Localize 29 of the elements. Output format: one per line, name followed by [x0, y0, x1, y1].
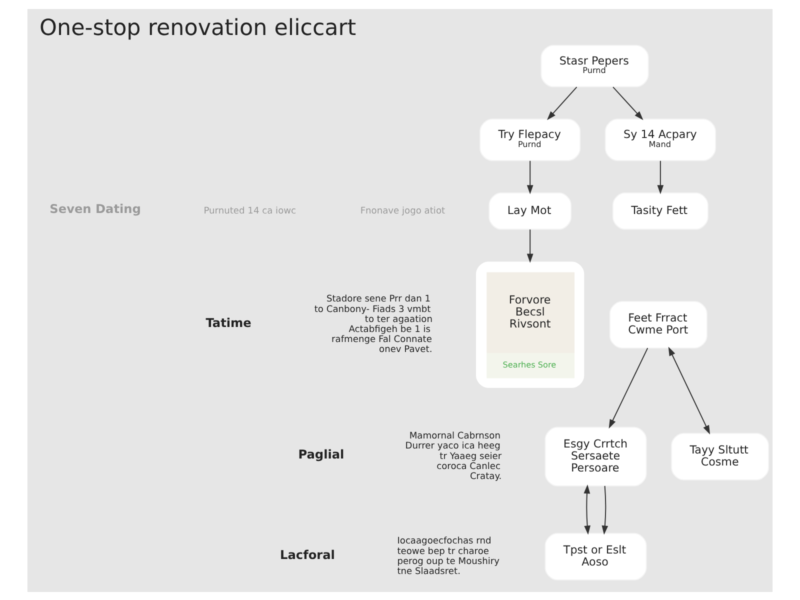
node-box: Stasr Pepers Purnd [540, 44, 649, 87]
node-box: Try Flepacy Purnd [480, 118, 581, 161]
arrow [608, 347, 648, 428]
node-box: Sy 14 Acpary Mand [604, 118, 716, 161]
label: Mamornal Cabrnson Durrer yaco ica heeg tr Yaaeg seier coroca Canlec Cratay. [405, 431, 502, 482]
label: Paglial [298, 447, 344, 462]
label: Purnuted 14 ca iowc [204, 206, 296, 216]
arrow [668, 346, 710, 434]
arrow [526, 160, 534, 194]
label: Iocaagoecfochas rnd teowe bep tr charoe perog oup te Moushiry tne Slaadsret. [397, 536, 500, 577]
label: Stadore sene Prr dan 1 to Canbony- Fiads 3 vmbt to ter agaation Actabfigeh be 1 is rafmenge Fal Connate onev Pavet. [314, 294, 432, 355]
node-box: Feet Frract Cwme Port [609, 300, 708, 348]
node-box: Esgy Crrtch Sersaete Persoare [544, 426, 647, 486]
label: Seven Dating [50, 202, 141, 216]
node-box: Forvore Becsl Rivsont Searhes Sore [476, 261, 584, 388]
arrow [526, 229, 534, 262]
node-box: Lay Mot [488, 192, 572, 230]
label: Tatime [206, 315, 252, 330]
label: Fnonave jogo atiot [360, 206, 446, 216]
label: Lacforal [280, 547, 335, 562]
arrow [546, 86, 578, 120]
arrow [612, 86, 644, 120]
arrow [602, 485, 608, 534]
node-box: Tasity Fett [612, 192, 708, 230]
arrow [584, 484, 590, 534]
node-box: Tayy Sltutt Cosme [671, 432, 770, 480]
diagram-title: One-stop renovation eliccart [40, 14, 356, 40]
arrow [657, 160, 664, 194]
node-box: Tpst or Eslt Aoso [544, 532, 647, 580]
